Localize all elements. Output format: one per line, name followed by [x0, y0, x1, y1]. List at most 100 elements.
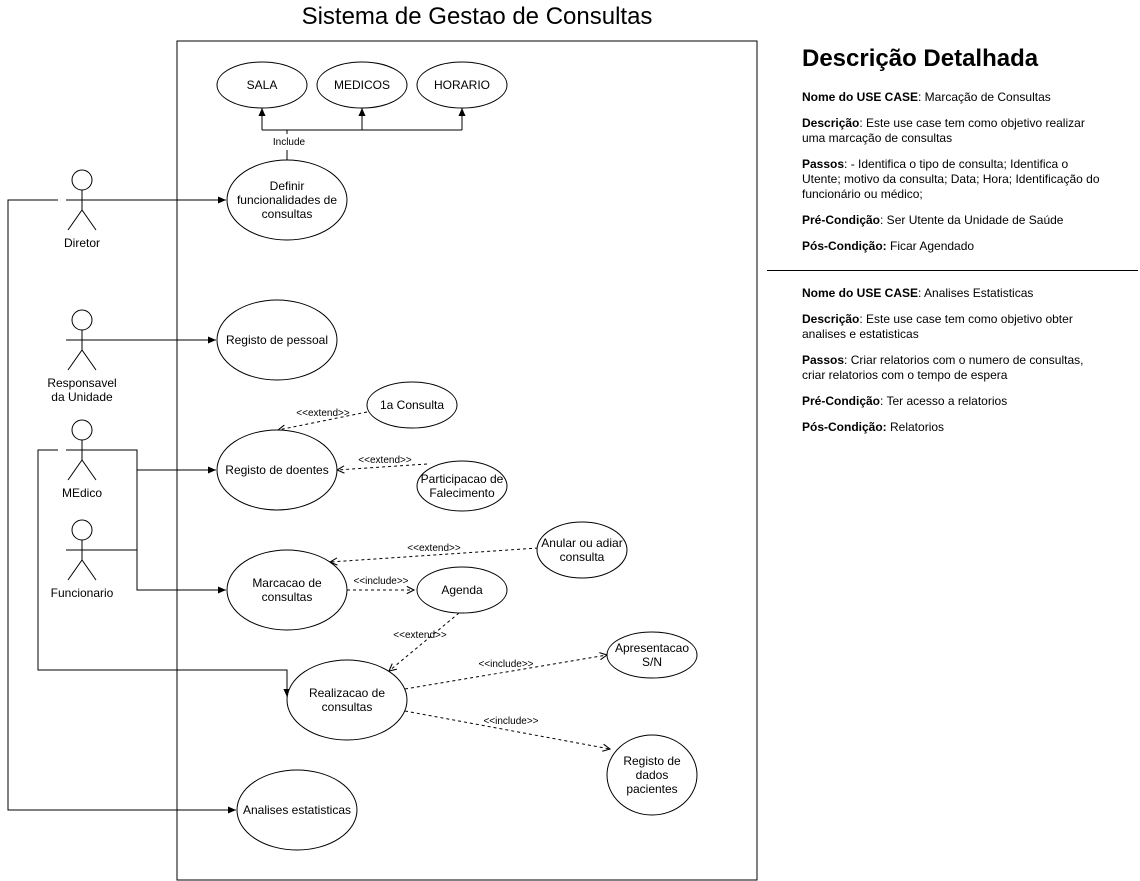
connections — [7, 108, 466, 814]
description-panel: Descrição Detalhada Nome do USE CASE: Ma… — [802, 44, 1102, 434]
use-case-registo-pessoal[interactable]: Registo de pessoal — [216, 299, 338, 381]
extend-label-falecimento: <<extend>> — [358, 455, 412, 466]
spec-steps: Passos: - Identifica o tipo de consulta;… — [802, 157, 1100, 201]
extend-agenda — [389, 612, 460, 671]
assoc-medico-realizacao — [37, 449, 291, 697]
use-case-label: Realizacao de — [309, 686, 385, 700]
use-case-label: HORARIO — [434, 78, 490, 92]
use-case-analises[interactable]: Analises estatisticas — [236, 769, 358, 851]
use-case-label: funcionalidades de — [237, 193, 337, 207]
use-case-label: consultas — [262, 590, 313, 604]
extend-label-anular: <<extend>> — [407, 543, 461, 554]
extend-anular — [330, 547, 539, 562]
use-case-agenda[interactable]: Agenda — [416, 566, 508, 614]
use-cases: SALA MEDICOS HORARIO Definirfuncionalidades… — [216, 61, 698, 851]
actor-label: da Unidade — [51, 390, 113, 404]
spec-postcondition: Pós-Condição: Ficar Agendado — [802, 239, 975, 253]
actor-label: MEdico — [62, 486, 102, 500]
actor-legs — [67, 559, 97, 581]
assoc-medico-branch — [98, 449, 226, 594]
use-case-sala[interactable]: SALA — [216, 61, 308, 109]
use-case-registo-doentes[interactable]: Registo de doentes — [216, 429, 338, 511]
use-case-label: Definir — [270, 179, 305, 193]
use-case-ellipse — [366, 381, 458, 429]
use-case-ellipse — [416, 566, 508, 614]
use-case-label: pacientes — [626, 782, 677, 796]
use-case-label: Falecimento — [429, 486, 495, 500]
use-case-label: SALA — [247, 78, 278, 92]
actor-funcionario: Funcionario — [51, 519, 114, 600]
use-case-ellipse — [226, 549, 348, 631]
use-case-ellipse — [216, 429, 338, 511]
use-case-label: S/N — [642, 655, 662, 669]
actor-label: Responsavel — [47, 376, 116, 390]
description-divider — [767, 270, 1138, 271]
use-case-label: Participacao de — [421, 472, 504, 486]
include-registo-dados — [404, 710, 610, 749]
spec-description: Descrição: Este use case tem como objeti… — [802, 116, 1085, 145]
use-case-label: dados — [636, 768, 669, 782]
spec-name: Nome do USE CASE: Analises Estatisticas — [802, 286, 1034, 300]
use-case-ellipse — [606, 734, 698, 816]
spec-steps: Passos: Criar relatorios com o numero de… — [802, 353, 1084, 382]
diagram-title: Sistema de Gestao de Consultas — [302, 3, 653, 30]
include-label-registo-dados: <<include>> — [483, 716, 538, 727]
dashed-relations — [278, 411, 610, 749]
use-case-ellipse — [536, 521, 628, 579]
include-label-bg — [266, 134, 312, 148]
use-case-label: consultas — [322, 700, 373, 714]
include-label-apresentacao: <<include>> — [478, 659, 533, 670]
use-case-label: Registo de doentes — [225, 463, 328, 477]
spec-description: Descrição: Este use case tem como objeti… — [802, 312, 1073, 341]
use-case-label: Anular ou adiar — [541, 536, 622, 550]
relation-labels: Include <<extend>> <<extend>> <<extend>>… — [266, 134, 539, 727]
extend-label-primeira: <<extend>> — [296, 408, 350, 419]
use-case-label: Registo de pessoal — [226, 333, 328, 347]
include-label: Include — [273, 137, 306, 148]
spec-postcondition: Pós-Condição: Relatorios — [802, 420, 945, 434]
use-case-label: Registo de — [623, 754, 681, 768]
use-case-medicos[interactable]: MEDICOS — [316, 61, 408, 109]
use-case-ellipse — [286, 659, 408, 741]
spec-precondition: Pré-Condição: Ser Utente da Unidade de S… — [802, 213, 1064, 227]
use-case-horario[interactable]: HORARIO — [416, 61, 508, 109]
use-case-ellipse — [216, 61, 308, 109]
spec-precondition: Pré-Condição: Ter acesso a relatorios — [802, 394, 1008, 408]
description-heading: Descrição Detalhada — [802, 45, 1039, 72]
use-case-label: 1a Consulta — [380, 398, 444, 412]
actor-label: Diretor — [64, 236, 100, 250]
use-case-label: Analises estatisticas — [243, 803, 351, 817]
include-label-agenda: <<include>> — [353, 576, 408, 587]
use-case-label: consultas — [262, 207, 313, 221]
extend-label-agenda: <<extend>> — [393, 630, 447, 641]
use-case-primeira-consulta[interactable]: 1a Consulta — [366, 381, 458, 429]
actor-legs — [67, 349, 97, 371]
actor-legs — [67, 459, 97, 481]
spec-name: Nome do USE CASE: Marcação de Consultas — [802, 90, 1051, 104]
use-case-ellipse — [416, 61, 508, 109]
use-case-ellipse — [316, 61, 408, 109]
use-case-spec-marcacao: Nome do USE CASE: Marcação de Consultas … — [802, 90, 1102, 254]
actor-legs — [67, 209, 97, 231]
use-case-label: MEDICOS — [334, 78, 390, 92]
assoc-diretor-analises — [7, 199, 236, 814]
use-case-label: Marcacao de — [252, 576, 322, 590]
use-case-spec-analises: Nome do USE CASE: Analises Estatisticas … — [802, 286, 1102, 446]
use-case-label: consulta — [560, 550, 605, 564]
use-case-ellipse — [226, 159, 348, 241]
use-case-label: Agenda — [441, 583, 483, 597]
use-case-ellipse — [606, 631, 698, 679]
actor-head — [71, 169, 93, 191]
use-case-ellipse — [216, 299, 338, 381]
actor-diretor: Diretor — [64, 169, 100, 250]
actor-head — [71, 519, 93, 541]
